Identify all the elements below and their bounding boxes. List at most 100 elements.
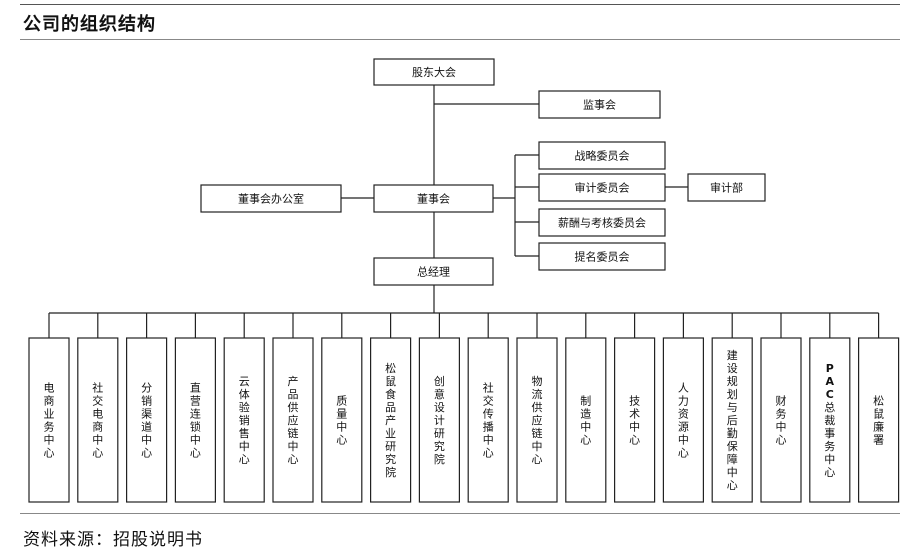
department-label-char: 中 [629, 421, 640, 434]
department-label-char: 中 [678, 434, 689, 447]
department-label-char: 量 [336, 408, 347, 421]
department-label-char: 销 [141, 394, 152, 408]
department-label-char: 中 [141, 434, 152, 447]
department-label-char: 供 [532, 400, 543, 414]
department-box [28, 337, 70, 503]
department-label-char: 中 [580, 421, 591, 434]
department-label-char: 品 [385, 401, 396, 414]
department-label-char: 链 [288, 426, 299, 440]
department-label-char: 业 [44, 408, 55, 421]
department-label-char: 社 [483, 381, 494, 395]
department-label-char: 心 [190, 447, 201, 460]
department-label-char: 总 [824, 400, 835, 414]
department-label-char: 务 [44, 421, 55, 434]
department-node: 财务中心 [760, 337, 802, 503]
department-label-char: 计 [434, 414, 445, 427]
general-manager: 总经理 [373, 257, 494, 286]
department-label-char: 制 [580, 395, 591, 408]
department-label-char: 心 [629, 434, 640, 447]
department-node: 分销渠道中心 [125, 337, 168, 503]
department-label-char: 技 [629, 395, 640, 408]
department-label: 社交传播中心 [483, 381, 494, 460]
department-label: 产品供应链中心 [288, 374, 299, 466]
department-label-char: 资 [678, 408, 689, 421]
department-label-char: 社 [92, 381, 103, 395]
department-label-char: 心 [580, 434, 591, 447]
department-box [125, 337, 168, 503]
department-label-char: 中 [532, 440, 543, 453]
department-box [857, 337, 900, 503]
department-label-char: 交 [483, 394, 494, 408]
department-label: 松鼠食品产业研究院 [385, 361, 396, 479]
department-label: 物流供应链中心 [532, 374, 543, 466]
audit-committee-label: 审计委员会 [575, 181, 630, 195]
department-label: 创意设计研究院 [434, 375, 445, 466]
department-box [418, 337, 460, 503]
department-label: 直营连锁中心 [190, 381, 201, 460]
department-label-char: 事 [824, 427, 835, 440]
department-label-char: 裁 [824, 414, 835, 427]
strategy-committee-label: 战略委员会 [575, 149, 630, 163]
department-label: 人力资源中心 [678, 382, 689, 460]
audit-committee: 审计委员会 [538, 173, 666, 202]
department-label-char: 心 [727, 479, 738, 492]
department-label-char: 术 [629, 408, 640, 421]
shareholders-meeting-label: 股东大会 [412, 65, 456, 79]
audit-committee-box [538, 173, 666, 202]
department-label: 制造中心 [580, 395, 591, 447]
department-node: 创意设计研究院 [418, 337, 460, 503]
department-label-char: 电 [92, 408, 103, 421]
department-label-char: 业 [385, 427, 396, 440]
department-label-char: 商 [92, 420, 103, 434]
department-label-char: 供 [288, 400, 299, 414]
department-label-char: 人 [678, 382, 689, 395]
department-label-char: 中 [92, 434, 103, 447]
department-node: 制造中心 [565, 337, 607, 503]
department-box [370, 337, 412, 503]
source-note: 资料来源：招股说明书 [23, 530, 203, 550]
department-label-char: 心 [532, 453, 543, 466]
supervisory-board: 监事会 [538, 90, 661, 119]
nomination-committee-label: 提名委员会 [575, 250, 630, 264]
department-label-char: 商 [44, 394, 55, 408]
department-label-char: 中 [824, 453, 835, 466]
department-label-char: 产 [385, 413, 396, 427]
figure-title: 公司的组织结构 [23, 14, 156, 35]
department-label-char: 署 [873, 434, 884, 447]
department-label-char: 品 [288, 388, 299, 401]
shareholders-meeting-box [373, 58, 495, 86]
department-box [223, 337, 265, 503]
department-label-char: 障 [727, 452, 738, 466]
department-label-char: C [826, 388, 834, 401]
node-boxes: 股东大会监事会董事会董事会办公室战略委员会审计委员会审计部薪酬与考核委员会提名委… [28, 58, 900, 503]
compensation-committee: 薪酬与考核委员会 [538, 208, 666, 237]
department-label: 松鼠廉署 [873, 394, 884, 447]
department-label: 分销渠道中心 [141, 382, 152, 460]
department-box [467, 337, 509, 503]
department-box [662, 337, 705, 503]
department-label-char: 中 [483, 434, 494, 447]
department-label-char: 物 [532, 374, 543, 388]
supervisory-board-box [538, 90, 661, 119]
department-label-char: 心 [824, 466, 835, 479]
department-label-char: 应 [288, 413, 299, 427]
department-label-char: 心 [678, 447, 689, 460]
department-box [174, 337, 216, 503]
department-label-char: 财 [776, 394, 787, 408]
department-label-char: 务 [824, 440, 835, 453]
department-label-char: 院 [434, 452, 445, 466]
department-node: 云体验销售中心 [223, 337, 265, 503]
department-label-char: 鼠 [385, 374, 396, 388]
department-label-char: P [826, 362, 834, 375]
department-label-char: 规 [727, 374, 738, 388]
department-label-char: 流 [532, 387, 543, 401]
board-office: 董事会办公室 [200, 184, 342, 213]
department-label-char: 研 [434, 427, 445, 440]
audit-department-box [687, 173, 766, 202]
strategy-committee: 战略委员会 [538, 141, 666, 170]
department-label-char: 分 [141, 382, 152, 395]
department-label: 电商业务中心 [44, 382, 55, 460]
department-label-char: 后 [727, 414, 738, 427]
